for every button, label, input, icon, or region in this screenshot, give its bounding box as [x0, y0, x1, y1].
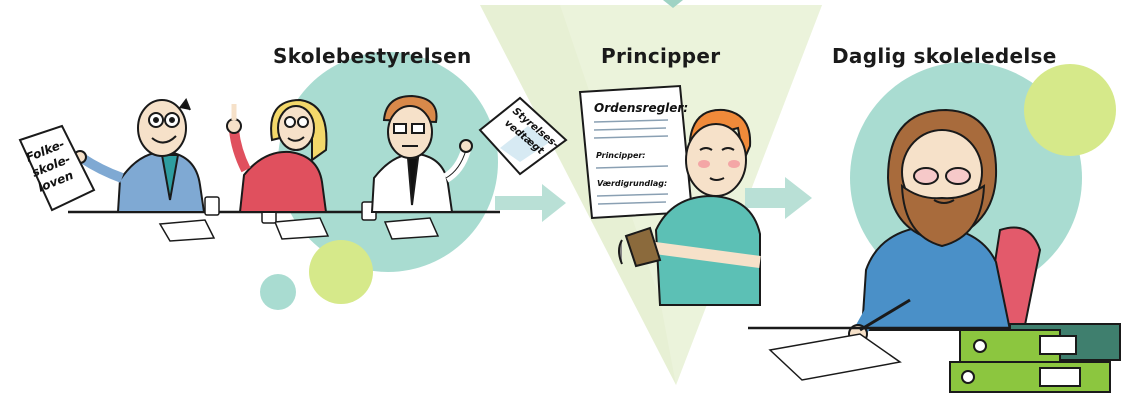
teal-circle-board	[278, 52, 498, 272]
bylaws-document: Styrelses- vedtægt	[478, 96, 568, 176]
board-member-man-1	[73, 97, 206, 213]
papers-on-table	[158, 217, 440, 242]
poster-section-values: Værdigrundlag:	[597, 179, 667, 188]
flow-arrow-1	[495, 184, 566, 222]
heading-board: Skolebestyrelsen	[273, 44, 472, 68]
binders	[949, 323, 1121, 393]
law-document: Folke- skole- loven	[18, 124, 96, 212]
heading-principles: Principper	[601, 44, 721, 68]
poster-section-principles: Principper:	[596, 151, 646, 160]
funnel-tip	[663, 0, 683, 8]
poster-title: Ordensregler:	[594, 101, 688, 115]
lime-circle-small	[309, 240, 373, 304]
desk-paper	[768, 333, 902, 381]
lime-circle-manager	[1024, 64, 1116, 156]
heading-management: Daglig skoleledelse	[832, 44, 1057, 68]
school-manager	[848, 108, 1042, 344]
board-member-woman	[226, 98, 328, 213]
principles-woman	[618, 108, 761, 306]
principles-poster: Ordensregler: Principper: Værdigrundlag:	[578, 84, 694, 220]
teal-circle-tiny	[260, 274, 296, 310]
flow-arrow-2	[745, 177, 812, 219]
board-member-man-2	[370, 94, 473, 213]
